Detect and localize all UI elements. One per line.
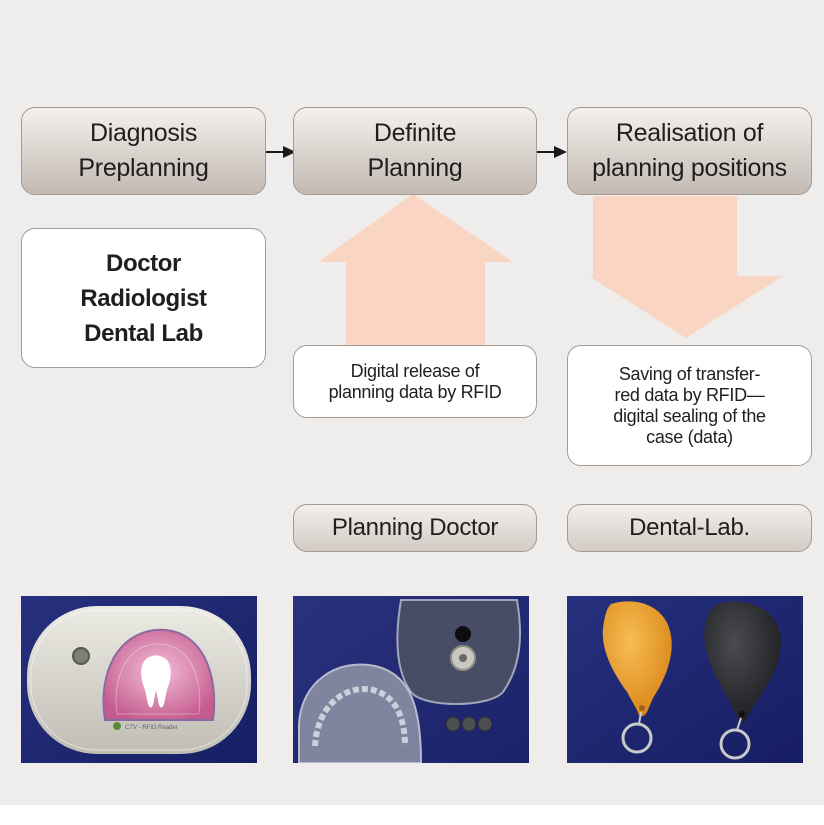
saving-note-line4: case (data) <box>646 426 733 447</box>
upload-arrow <box>318 194 513 370</box>
actor-planning-doctor: Planning Doctor <box>293 504 537 552</box>
connector-arrow-2 <box>537 146 567 158</box>
role-radiologist: Radiologist <box>80 284 207 312</box>
role-dental-lab: Dental Lab <box>84 319 203 347</box>
reader-device-label: CTV - RFID Reader <box>125 725 178 731</box>
stage-realisation: Realisation of planning positions <box>567 107 812 195</box>
stage-diagnosis: Diagnosis Preplanning <box>21 107 266 195</box>
reader-led <box>72 647 90 665</box>
stage-definite-planning: Definite Planning <box>293 107 537 195</box>
release-note-line2: planning data by RFID <box>328 381 502 402</box>
flow-arrows <box>266 146 783 370</box>
key-ring <box>719 728 751 760</box>
download-arrow <box>589 196 783 338</box>
actor-planning-doctor-label: Planning Doctor <box>331 514 499 541</box>
saving-note-line3: digital sealing of the <box>613 405 766 426</box>
rfid-chip <box>477 716 493 732</box>
stage-planning-line2: Planning <box>367 154 463 182</box>
saving-note-line2: red data by RFID— <box>614 384 765 405</box>
roles-box: Doctor Radiologist Dental Lab <box>21 228 266 368</box>
key-ring <box>621 722 653 754</box>
rfid-chip <box>445 716 461 732</box>
release-note-line1: Digital release of <box>350 360 480 381</box>
orange-tag <box>602 601 672 717</box>
stage-diagnosis-line1: Diagnosis <box>89 119 198 147</box>
black-tag <box>704 601 781 723</box>
tray-lower <box>298 663 423 763</box>
saving-note: Saving of transfer- red data by RFID— di… <box>567 345 812 466</box>
rfid-reader-photo: CTV - RFID Reader <box>21 596 257 763</box>
stage-diagnosis-line2: Preplanning <box>78 154 209 182</box>
release-note: Digital release of planning data by RFID <box>293 345 537 418</box>
stage-planning-line1: Definite <box>373 119 457 147</box>
rfid-tag-photo <box>567 596 803 763</box>
connector-arrow-1 <box>266 146 296 158</box>
actor-dental-lab-label: Dental-Lab. <box>629 514 750 541</box>
role-doctor: Doctor <box>106 249 181 277</box>
actor-dental-lab: Dental-Lab. <box>567 504 812 552</box>
rfid-chip <box>461 716 477 732</box>
tooth-icon <box>141 655 171 708</box>
dental-tray-photo <box>293 596 529 763</box>
saving-note-line1: Saving of transfer- <box>618 363 761 384</box>
stage-realisation-line1: Realisation of <box>615 119 764 147</box>
stage-realisation-line2: planning positions <box>592 154 787 182</box>
